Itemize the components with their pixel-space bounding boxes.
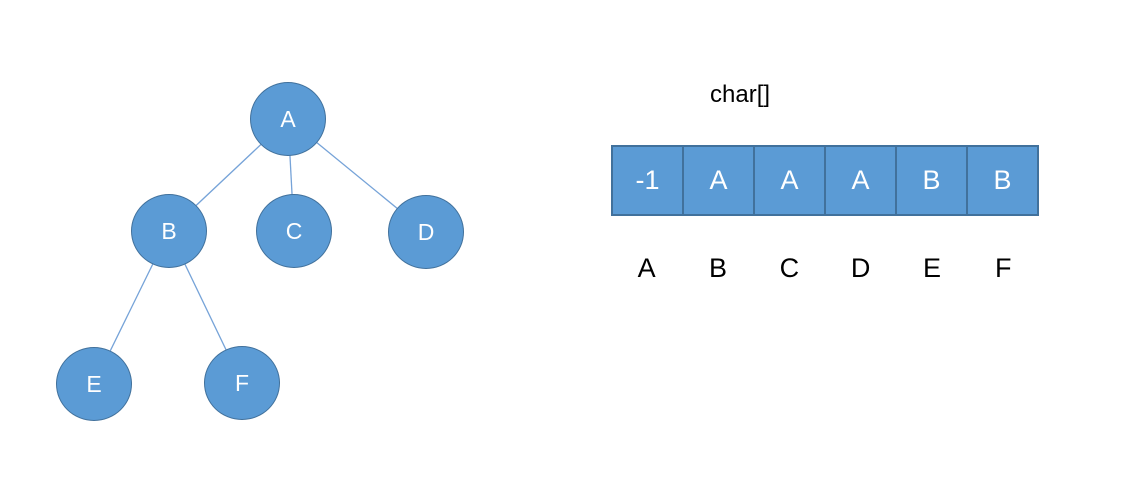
tree-node-e: E xyxy=(56,347,132,421)
index-label-c: C xyxy=(779,252,800,283)
index-label-row: A B C D E F xyxy=(611,252,1039,284)
array-cell-4: B xyxy=(897,147,968,214)
char-array-row: -1 A A A B B xyxy=(611,145,1039,216)
array-cell-5: B xyxy=(968,147,1037,214)
tree-node-f: F xyxy=(204,346,280,420)
index-label-f: F xyxy=(995,252,1012,283)
tree-node-d: D xyxy=(388,195,464,269)
index-label-e: E xyxy=(922,252,941,283)
array-cell-2: A xyxy=(755,147,826,214)
array-title: char[] xyxy=(710,81,771,108)
array-cell-3: A xyxy=(826,147,897,214)
tree-node-c: C xyxy=(256,194,332,268)
tree-node-b: B xyxy=(131,194,207,268)
index-label-a: A xyxy=(637,252,656,283)
array-cell-0: -1 xyxy=(613,147,684,214)
index-label-b: B xyxy=(708,252,727,283)
index-label-d: D xyxy=(850,252,871,283)
array-cell-1: A xyxy=(684,147,755,214)
tree-node-a: A xyxy=(250,82,326,156)
